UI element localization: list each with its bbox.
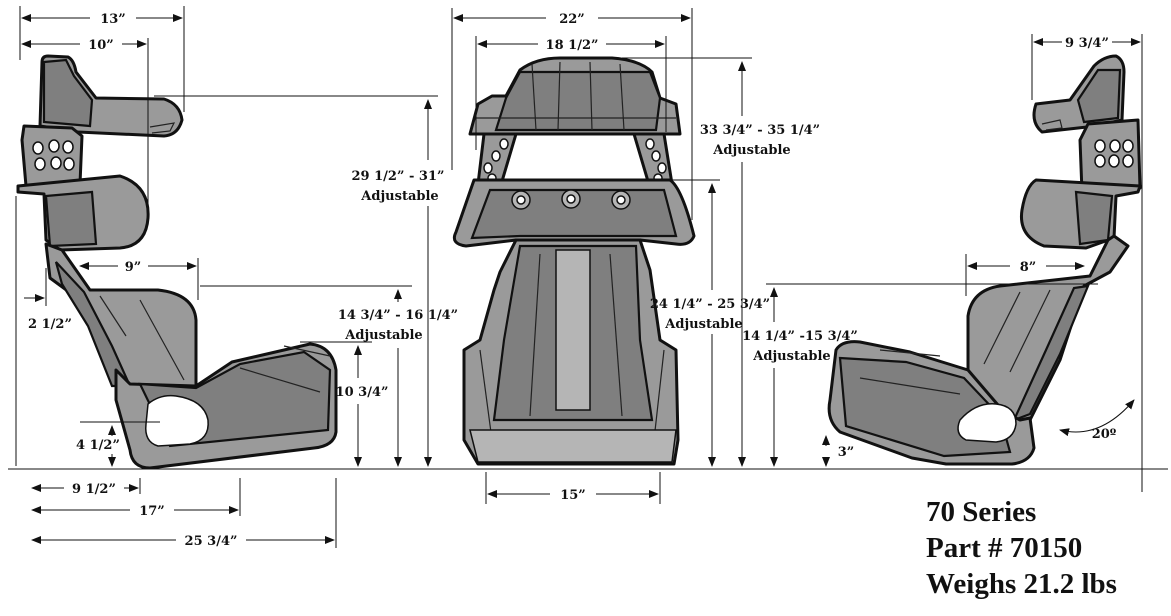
- label-18-half: 18 1/2”: [546, 38, 599, 53]
- side-head-wing-face: [42, 58, 94, 128]
- label-back-height-1: 29 1/2” - 31”: [352, 169, 445, 184]
- label-9: 9”: [125, 260, 142, 275]
- label-20-deg: 20º: [1092, 427, 1117, 442]
- label-8: 8”: [1020, 260, 1037, 275]
- label-3: 3”: [838, 445, 855, 460]
- label-total-height-2: Adjustable: [712, 143, 790, 158]
- reclined-side-seat: [827, 54, 1142, 466]
- label-25-3-4: 25 3/4”: [185, 534, 238, 549]
- label-9-3-4: 9 3/4”: [1065, 36, 1109, 51]
- label-back-height-2: Adjustable: [360, 189, 438, 204]
- side-back-bracket: [20, 124, 84, 188]
- label-9-half: 9 1/2”: [72, 482, 116, 497]
- label-shoulder-height-2: Adjustable: [664, 317, 742, 332]
- label-seat-height-2: Adjustable: [344, 328, 422, 343]
- label-10: 10”: [88, 38, 114, 53]
- label-total-height-1: 33 3/4” - 35 1/4”: [700, 123, 820, 138]
- label-right-seat-height-2: Adjustable: [752, 349, 830, 364]
- label-shoulder-height-1: 24 1/4” - 25 3/4”: [650, 297, 770, 312]
- product-weight: Weighs 21.2 lbs: [926, 568, 1117, 600]
- label-22: 22”: [559, 12, 585, 27]
- side-view-seat: [16, 54, 338, 470]
- product-part-number: Part # 70150: [926, 532, 1083, 564]
- label-2-half: 2 1/2”: [28, 317, 72, 332]
- label-15: 15”: [560, 488, 586, 503]
- label-4-half: 4 1/2”: [76, 438, 120, 453]
- label-seat-height-1: 14 3/4” - 16 1/4”: [338, 308, 458, 323]
- product-series: 70 Series: [926, 496, 1037, 528]
- dimension-lines: [15, 6, 1143, 548]
- front-view-seat: [452, 56, 696, 466]
- label-10-3-4: 10 3/4”: [336, 385, 389, 400]
- dimension-labels: 13” 10” 29 1/2” - 31” Adjustable 9” 2 1/…: [28, 12, 1117, 549]
- label-17: 17”: [139, 504, 165, 519]
- product-info: 70 Series Part # 70150 Weighs 21.2 lbs: [926, 494, 1117, 602]
- label-right-seat-height-1: 14 1/4” -15 3/4”: [742, 329, 858, 344]
- label-13: 13”: [100, 12, 126, 27]
